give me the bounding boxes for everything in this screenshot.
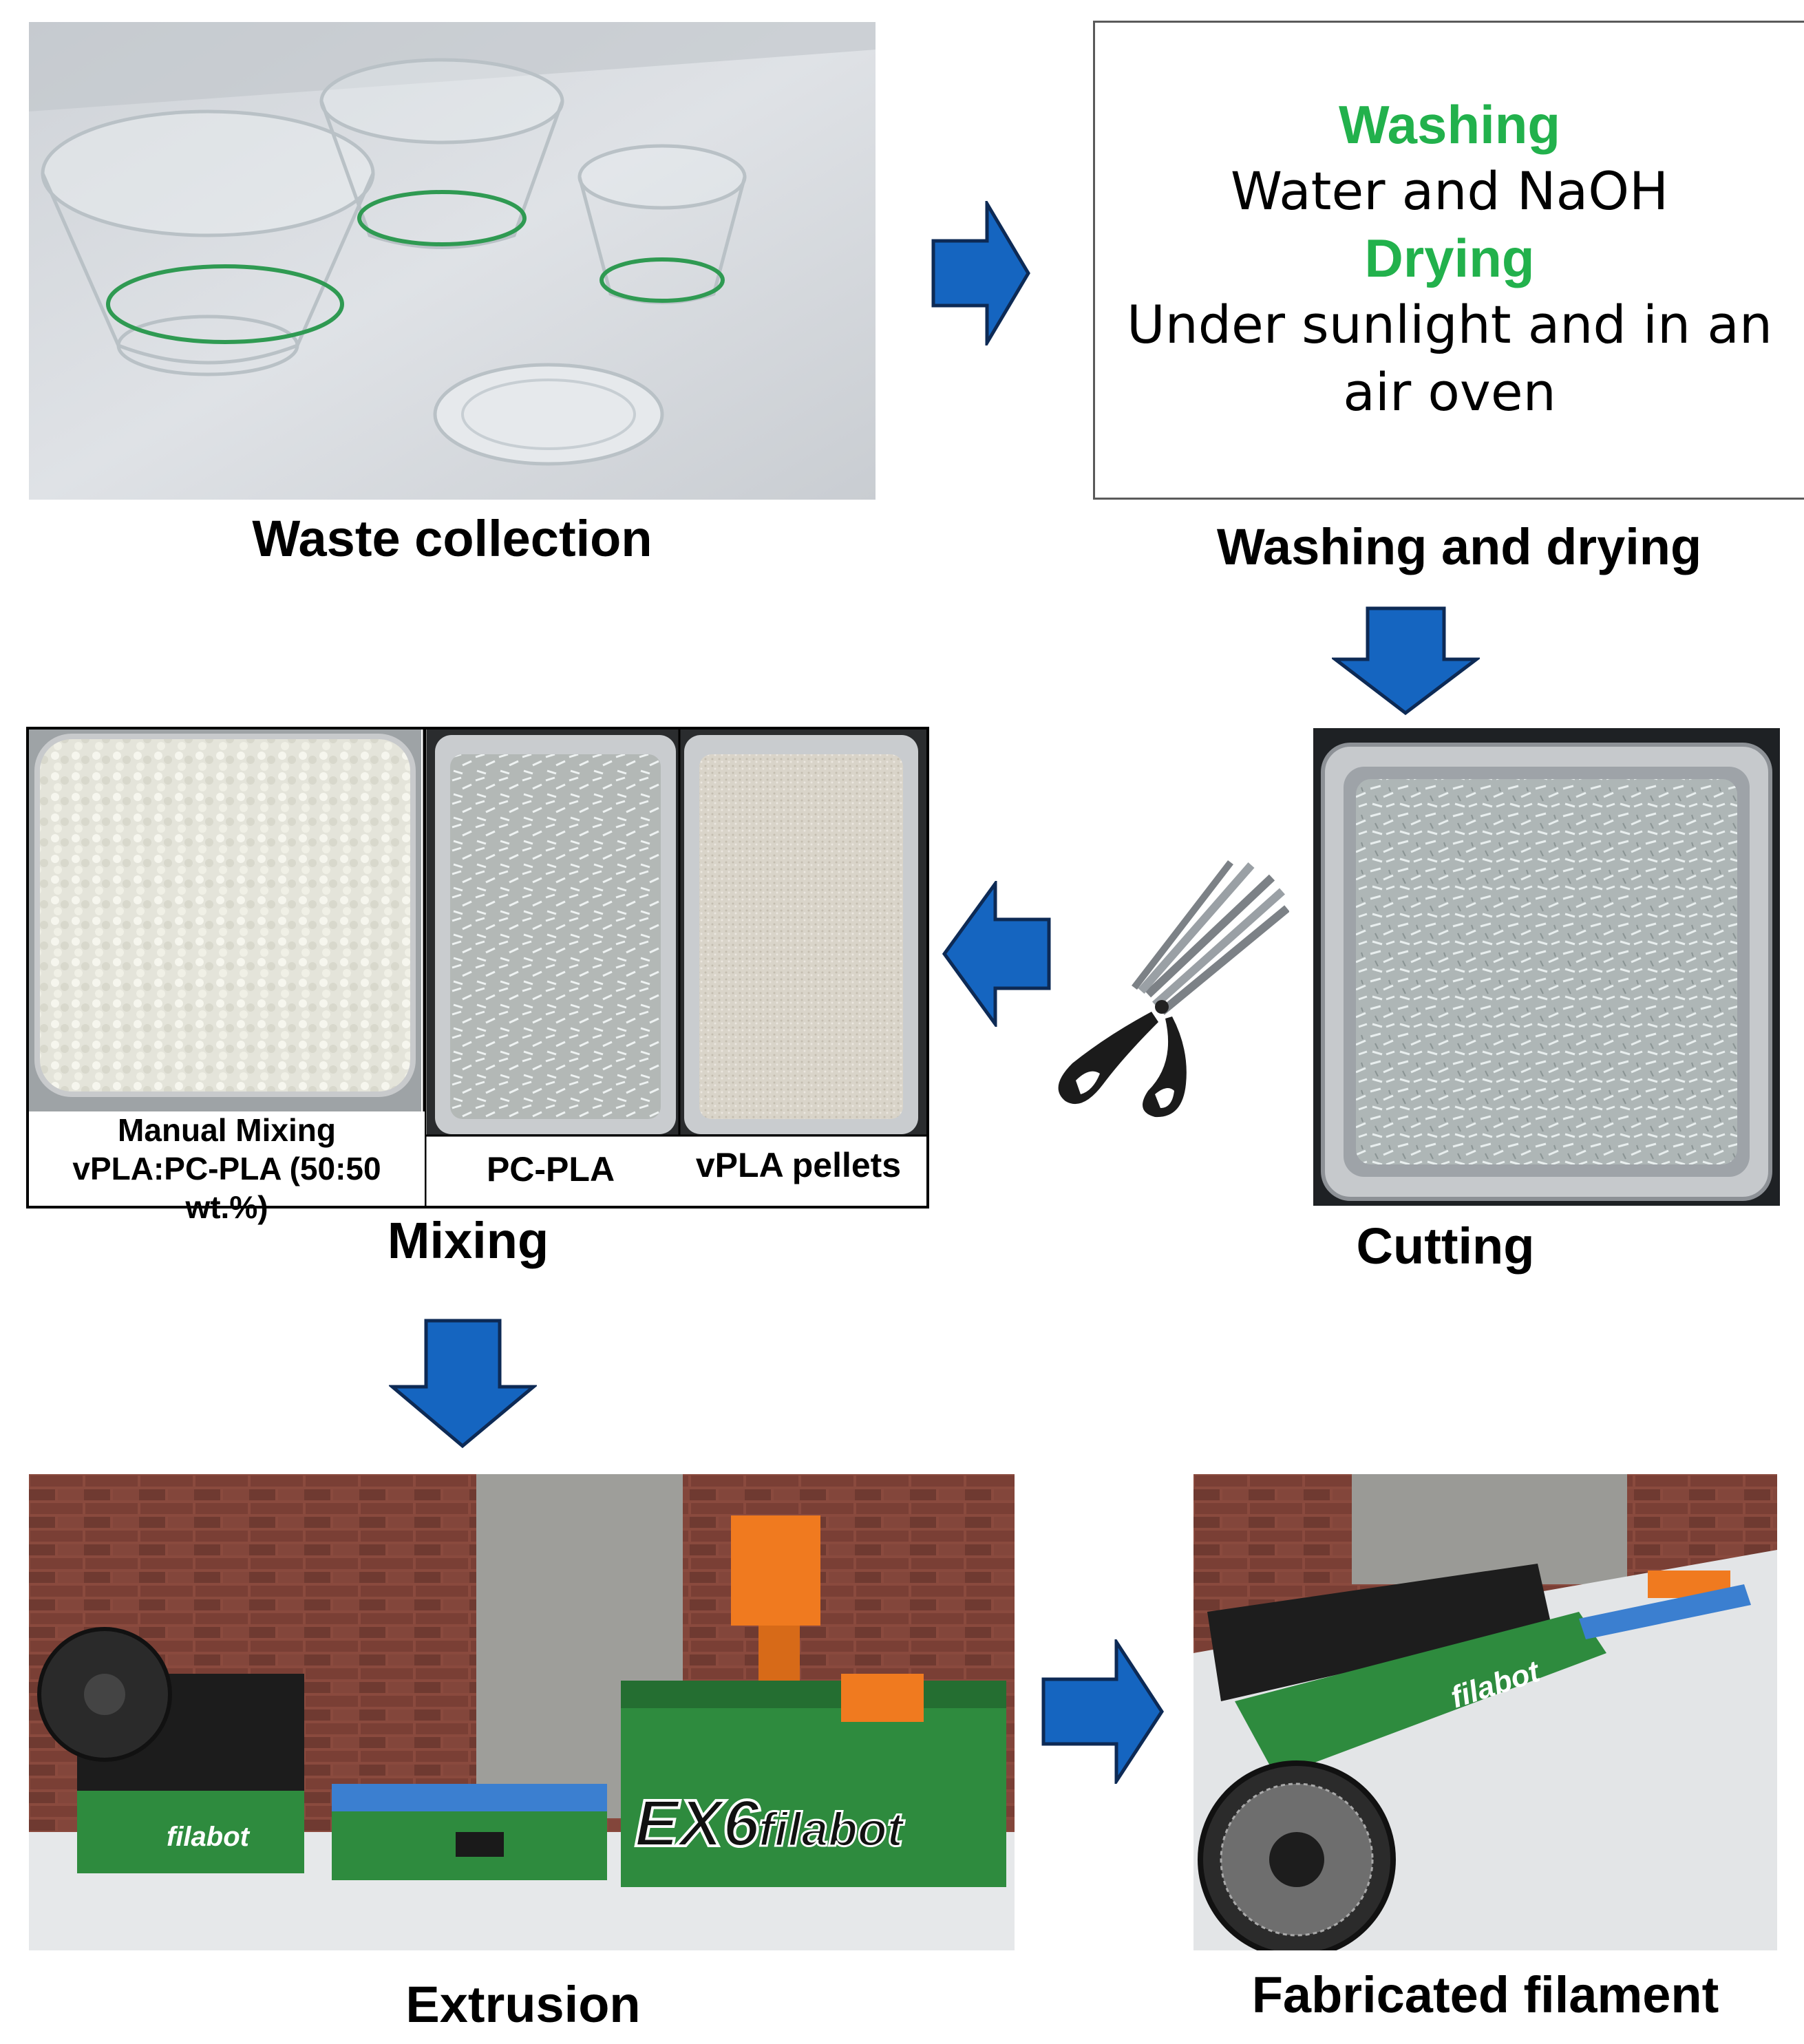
manual-mixing-line2: vPLA:PC-PLA (50:50 wt.%) [72, 1151, 381, 1225]
waste-collection-photo [29, 22, 876, 500]
manual-mixing-label: Manual Mixing vPLA:PC-PLA (50:50 wt.%) [29, 1111, 425, 1226]
left-arrow-icon [942, 881, 1052, 1027]
washing-detail: Water and NaOH [1230, 160, 1669, 222]
caption-cutting: Cutting [1356, 1217, 1535, 1275]
extruder-brand-label: filabot [758, 1802, 905, 1856]
scissors-icon [1045, 857, 1289, 1118]
washing-drying-box: Washing Water and NaOH Drying Under sunl… [1093, 21, 1804, 500]
drying-detail-line1: Under sunlight and in an [1126, 294, 1773, 355]
caption-extrusion: Extrusion [405, 1976, 641, 2033]
caption-waste-collection: Waste collection [252, 510, 652, 567]
right-arrow-icon [1041, 1639, 1165, 1784]
drying-detail-line2: air oven [1343, 361, 1556, 423]
winder-brand-label: filabot [167, 1822, 251, 1852]
vpla-pellets-label: vPLA pellets [695, 1146, 902, 1184]
extrusion-photo: filabot EX6 filabot [29, 1474, 1015, 1950]
caption-fabricated-filament: Fabricated filament [1251, 1966, 1719, 2023]
cup-large [41, 109, 375, 376]
caption-mixing: Mixing [387, 1212, 549, 1269]
right-arrow-icon [931, 201, 1031, 345]
pcpla-label: PC-PLA [486, 1150, 615, 1189]
down-arrow-icon [1332, 606, 1480, 716]
cutting-photo [1313, 728, 1780, 1206]
down-arrow-icon [389, 1318, 537, 1449]
manual-mixing-line1: Manual Mixing [118, 1112, 336, 1148]
fabricated-filament-photo: filabot [1193, 1474, 1777, 1950]
washing-title: Washing [1338, 94, 1561, 155]
caption-washing-drying: Washing and drying [1216, 518, 1702, 575]
ex6-label: EX6 [635, 1787, 760, 1860]
cup-medium [319, 58, 564, 249]
mixing-photo-panel [26, 727, 929, 1209]
drying-title: Drying [1364, 228, 1535, 288]
